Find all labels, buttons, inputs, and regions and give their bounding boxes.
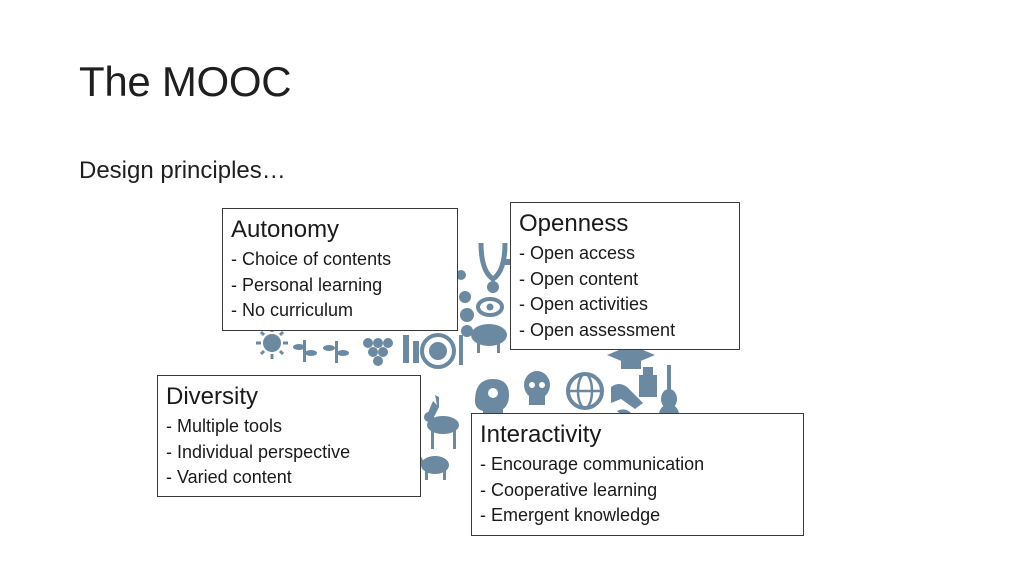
interactivity-title: Interactivity (480, 421, 602, 448)
list-item: - Encourage communication (480, 454, 705, 474)
list-item: - Open content (519, 268, 639, 289)
deer-icon (424, 395, 459, 449)
list-item: - Open activities (519, 294, 649, 315)
list-item: - Cooperative learning (480, 479, 658, 500)
openness-box: Openness - Open access - Open content - … (510, 202, 740, 350)
list-item: - Varied content (166, 467, 292, 488)
interactivity-box: Interactivity - Encourage communication … (471, 413, 804, 536)
list-item: - Choice of contents (231, 249, 392, 269)
diversity-box: Diversity - Multiple tools - Individual … (157, 375, 421, 497)
autonomy-list: - Choice of contents - Personal learning… (231, 247, 449, 324)
diversity-list: - Multiple tools - Individual perspectiv… (166, 414, 412, 491)
globe-icon (566, 372, 604, 410)
slide-subtitle: Design principles… (79, 157, 286, 184)
head-icon (475, 379, 509, 419)
graduation-cap-icon (607, 345, 655, 369)
list-item: - Open access (519, 243, 636, 263)
stethoscope-icon (478, 242, 508, 293)
diversity-title: Diversity (166, 383, 259, 410)
autonomy-title: Autonomy (231, 216, 340, 243)
grapes-icon (363, 338, 393, 366)
openness-title: Openness (519, 210, 629, 237)
sun-icon (256, 327, 288, 359)
openness-list: - Open access - Open content - Open acti… (519, 241, 731, 343)
sheep-icon (461, 324, 507, 353)
interactivity-list: - Encourage communication - Cooperative … (480, 452, 795, 529)
slide-title: The MOOC (79, 58, 292, 105)
list-item: - Personal learning (231, 274, 383, 295)
skull-icon (524, 371, 550, 405)
eye-icon (476, 297, 504, 317)
plant-icon (293, 340, 317, 362)
list-item: - Emergent knowledge (480, 505, 661, 526)
list-item: - Open assessment (519, 319, 676, 340)
plate-icon (420, 333, 463, 369)
list-item: - Multiple tools (166, 416, 283, 436)
list-item: - Individual perspective (166, 441, 351, 462)
autonomy-box: Autonomy - Choice of contents - Personal… (222, 208, 458, 331)
list-item: - No curriculum (231, 300, 354, 321)
